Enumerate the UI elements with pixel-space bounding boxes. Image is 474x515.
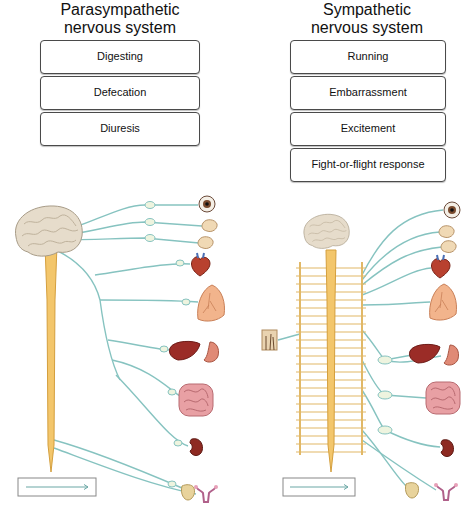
heart (431, 255, 450, 278)
intestines (426, 382, 460, 414)
gland (202, 220, 217, 232)
lung (198, 285, 225, 321)
panel-heading: Sympathetic nervous system (297, 1, 437, 36)
activity-box: Excitement (290, 112, 446, 146)
eye (444, 202, 460, 218)
spinal-cord (45, 245, 57, 472)
brain (304, 214, 349, 248)
kidney (441, 440, 454, 457)
bladder (181, 485, 194, 500)
kidney (190, 439, 203, 456)
parasympathetic-nerves (54, 205, 202, 494)
reproductive-organ (434, 483, 458, 500)
activity-box: Diuresis (40, 112, 200, 146)
gland (439, 226, 454, 238)
key-box (283, 478, 355, 496)
bladder (405, 483, 418, 498)
activity-box: Defecation (40, 76, 200, 110)
reproductive-organ (194, 485, 218, 502)
gland (441, 241, 456, 253)
box-label: Defecation (94, 86, 147, 99)
stomach (204, 342, 219, 362)
panel-heading: Parasympathetic nervous system (35, 1, 205, 36)
stomach (444, 345, 459, 365)
brain (15, 206, 82, 256)
gland (198, 237, 213, 249)
liver (169, 341, 200, 360)
skin-hair-follicle (262, 330, 277, 350)
key-box (18, 478, 96, 496)
spinal-cord (326, 250, 336, 472)
box-label: Embarrassment (329, 86, 407, 99)
intestines (179, 384, 213, 416)
box-label: Fight-or-flight response (311, 158, 424, 171)
box-label: Running (348, 50, 389, 63)
activity-box: Digesting (40, 40, 200, 74)
box-label: Excitement (341, 122, 395, 135)
liver (409, 344, 440, 363)
eye (199, 196, 215, 212)
box-label: Diuresis (100, 122, 140, 135)
lung (430, 284, 457, 320)
sympathetic-nerves (278, 210, 443, 490)
activity-box: Embarrassment (290, 76, 446, 110)
heart (191, 253, 210, 276)
ganglia (378, 356, 392, 434)
activity-box: Fight-or-flight response (290, 148, 446, 182)
box-label: Digesting (97, 50, 143, 63)
activity-box: Running (290, 40, 446, 74)
